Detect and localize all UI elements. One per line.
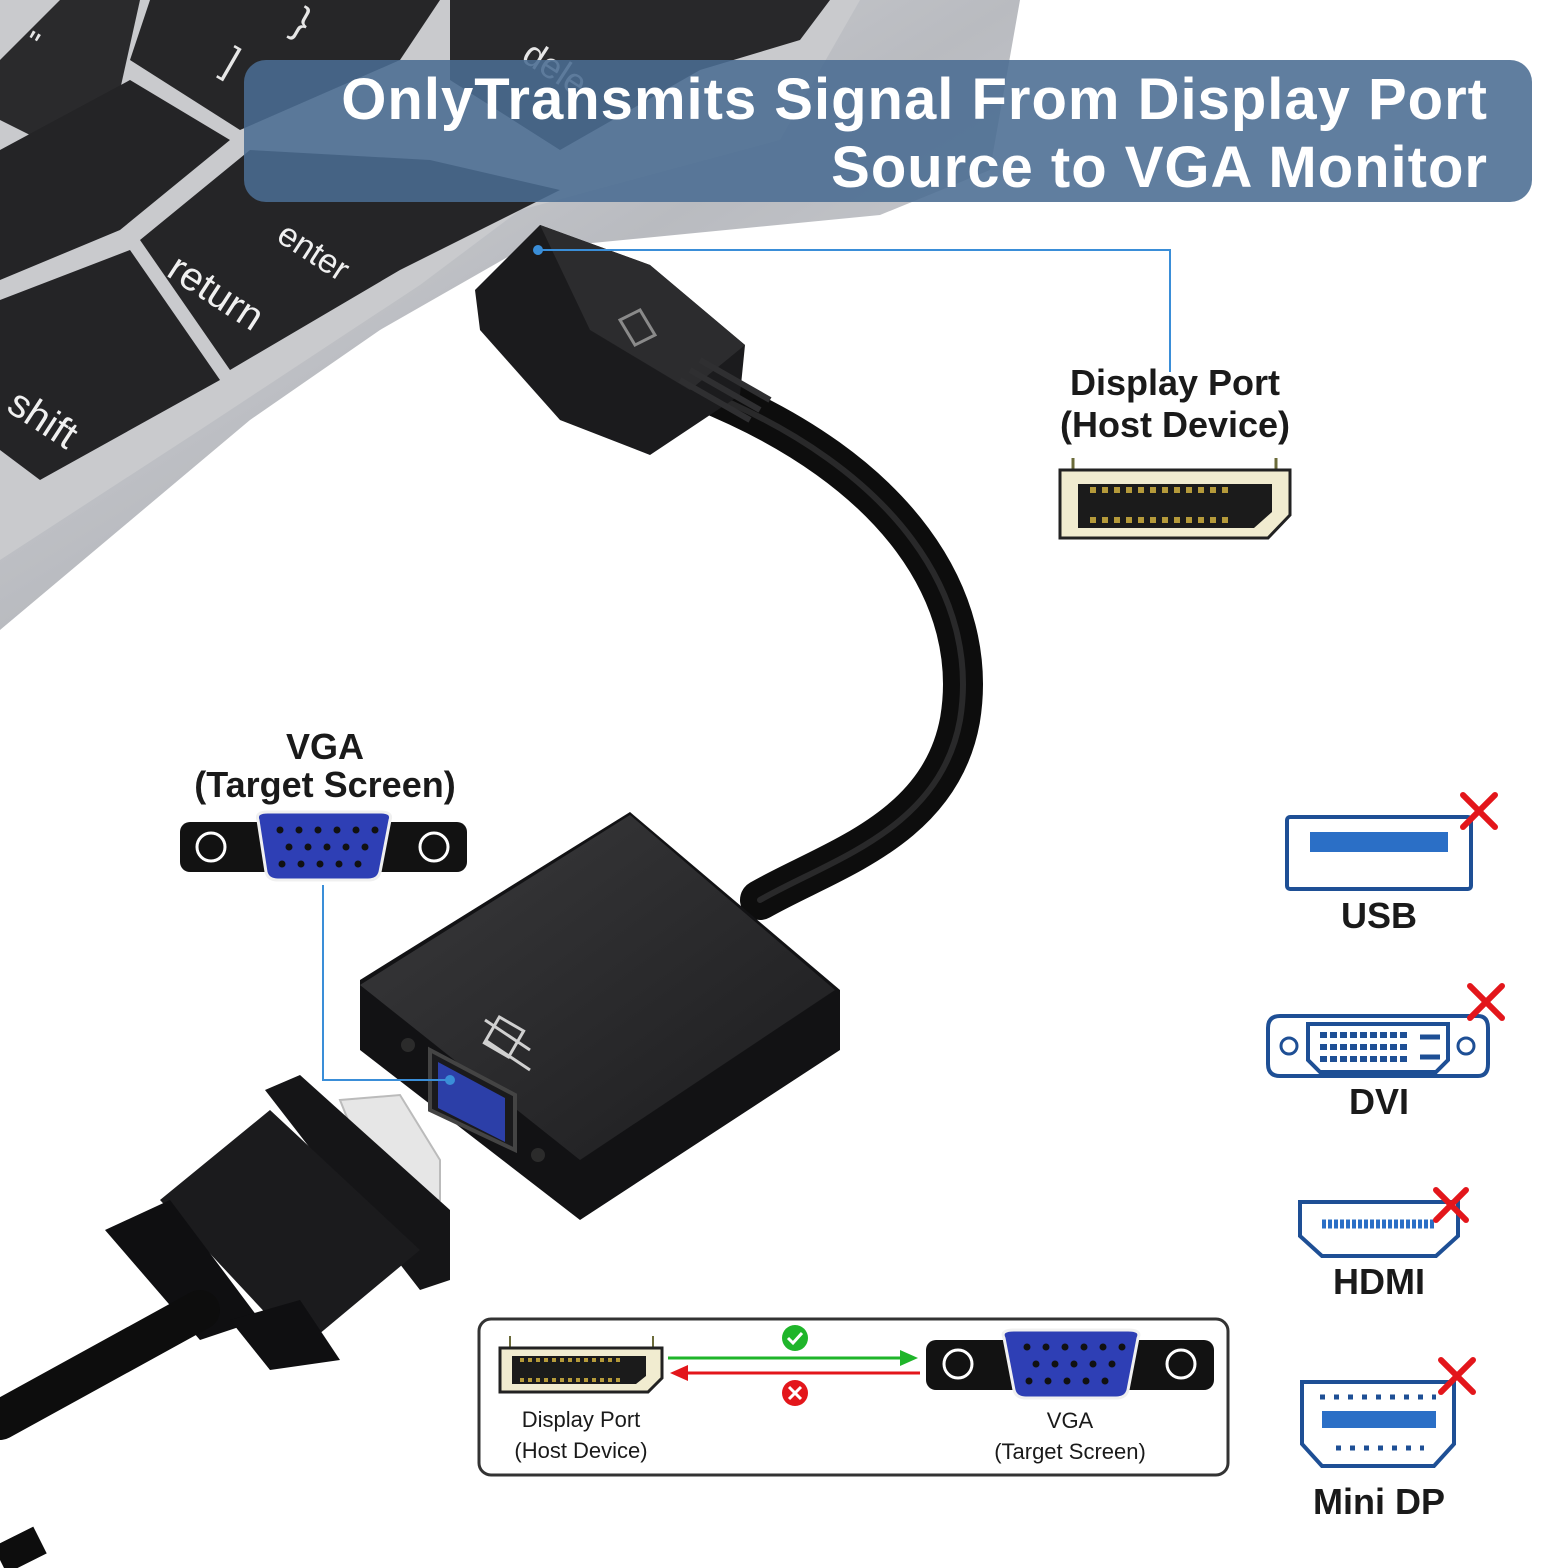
mini-dp-label: Mini DP <box>1313 1481 1445 1522</box>
hdmi-label: HDMI <box>1333 1261 1425 1302</box>
mini-displayport-icon <box>1300 1380 1456 1468</box>
diagram-target-title: VGA <box>1046 1408 1094 1433</box>
vga-callout-line <box>322 885 450 1081</box>
vga-callout-dot <box>445 1075 455 1085</box>
usb-port-icon <box>1285 815 1473 891</box>
vga-target-title: VGA <box>285 726 364 767</box>
dp-callout-line <box>538 249 1171 372</box>
unsupported-direction-arrow <box>670 1365 920 1381</box>
headline-banner <box>244 60 1532 202</box>
diagram-source-label: Display Port (Host Device) <box>471 1404 691 1466</box>
vga-adapter-box <box>360 812 840 1220</box>
check-icon <box>782 1325 808 1351</box>
usb-not-supported-x-icon <box>1460 792 1498 830</box>
dvi-port-icon <box>1266 1014 1490 1078</box>
minidp-not-supported-x-icon <box>1438 1357 1476 1395</box>
cross-circle-icon <box>782 1380 808 1406</box>
supported-direction-arrow <box>668 1350 918 1366</box>
displayport-plug <box>475 225 772 455</box>
dp-host-subtitle: (Host Device) <box>1059 404 1291 445</box>
vga-cable-plug <box>0 1075 450 1568</box>
vga-target-label: VGA (Target Screen) <box>160 728 490 804</box>
adapter-cable <box>680 370 983 920</box>
diagram-source-title: Display Port <box>521 1407 641 1432</box>
diagram-target-subtitle: (Target Screen) <box>994 1439 1146 1464</box>
headline-line-1: OnlyTransmits Signal From Display Port <box>341 67 1488 132</box>
hdmi-not-supported-x-icon <box>1433 1187 1469 1223</box>
small-displayport-icon <box>498 1336 664 1394</box>
dp-callout-dot <box>533 245 543 255</box>
small-vga-icon <box>926 1328 1214 1400</box>
vga-connector-icon <box>180 810 467 882</box>
hdmi-port-icon <box>1298 1200 1460 1258</box>
dp-host-title: Display Port <box>1069 362 1281 403</box>
headline-line-2: Source to VGA Monitor <box>831 135 1488 200</box>
displayport-connector-icon <box>1058 458 1292 540</box>
vga-target-subtitle: (Target Screen) <box>194 764 456 805</box>
dp-host-label: Display Port (Host Device) <box>1030 362 1320 446</box>
usb-label: USB <box>1340 895 1417 936</box>
dvi-not-supported-x-icon <box>1467 983 1505 1021</box>
diagram-target-label: VGA (Target Screen) <box>960 1405 1180 1467</box>
diagram-source-subtitle: (Host Device) <box>514 1438 648 1463</box>
dvi-label: DVI <box>1348 1081 1409 1122</box>
